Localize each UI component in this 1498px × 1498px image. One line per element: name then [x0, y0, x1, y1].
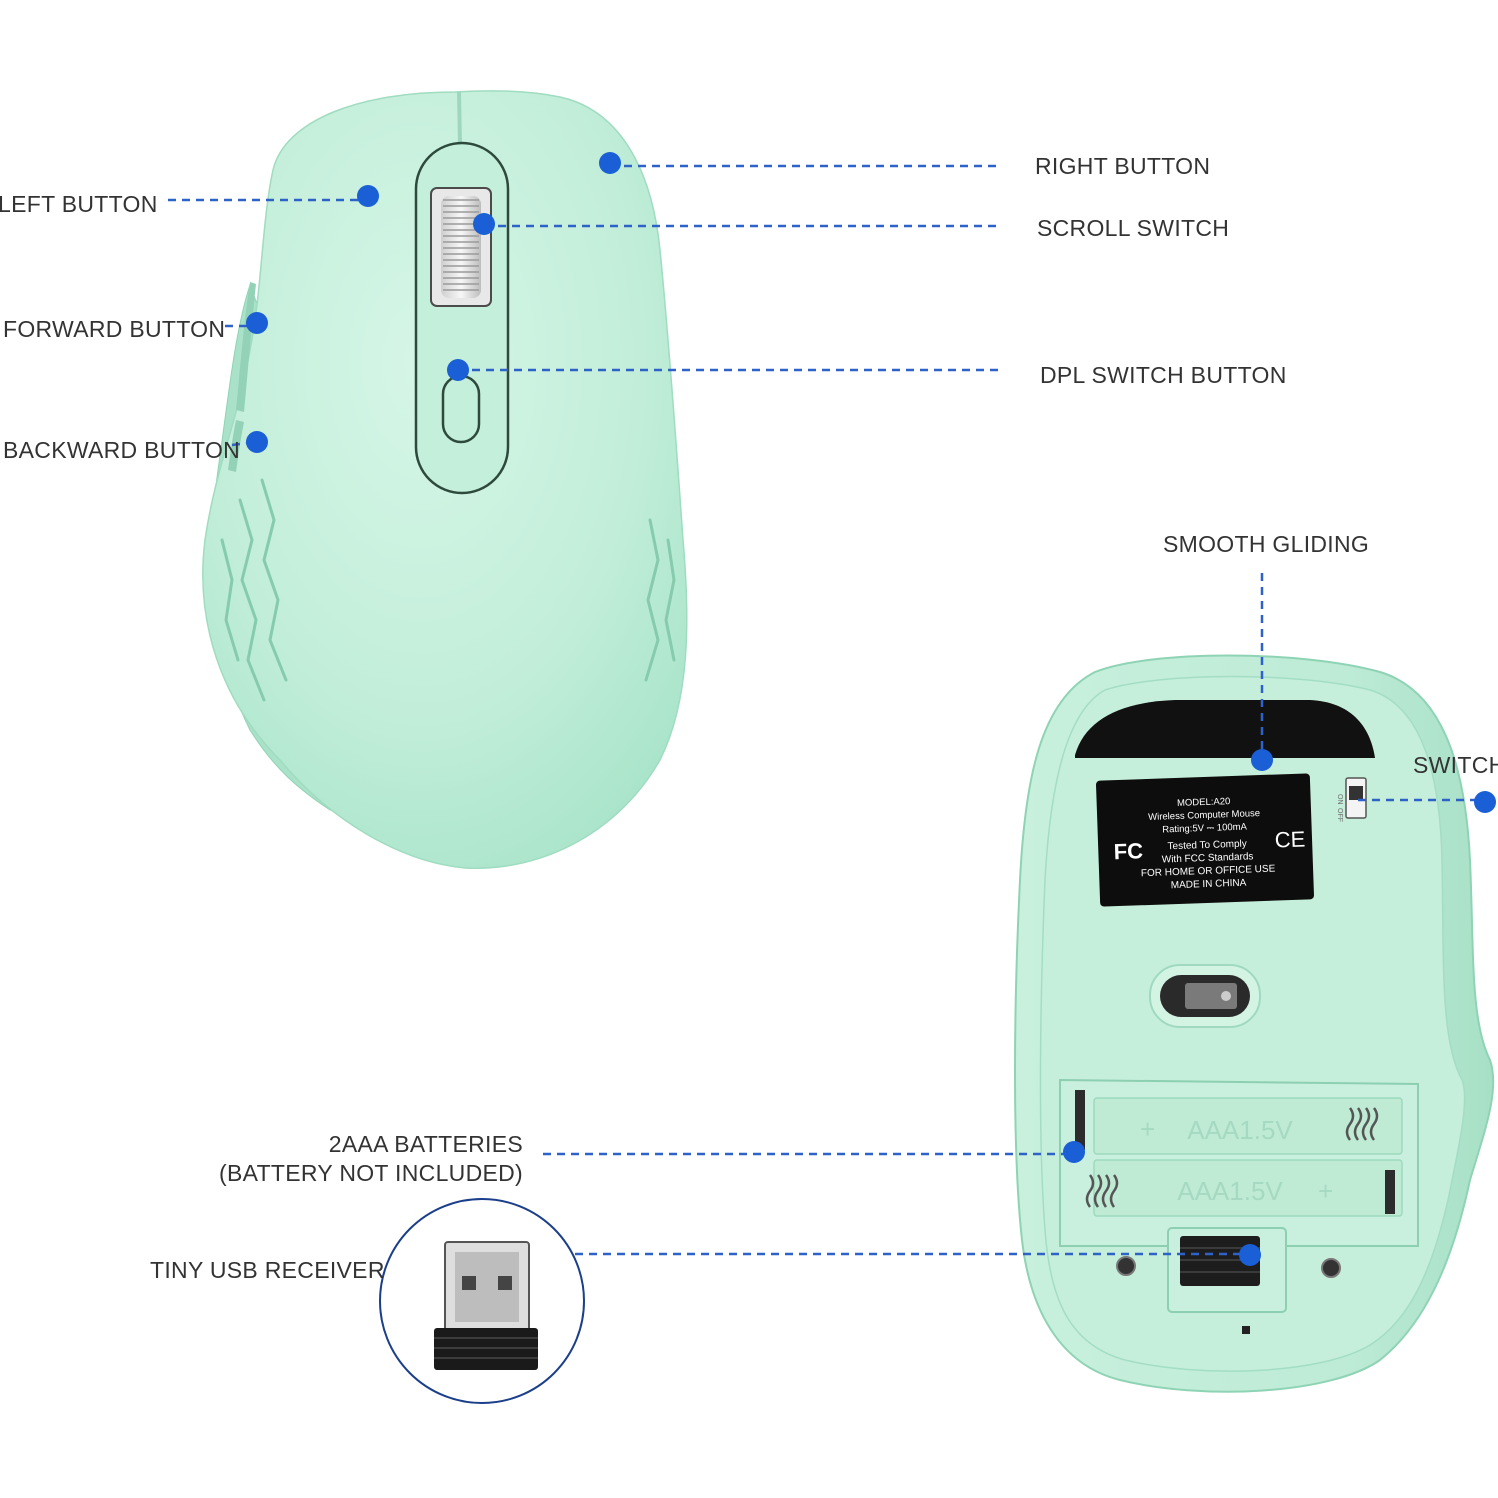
label-right-button: RIGHT BUTTON — [1035, 153, 1211, 179]
ce-mark-icon: CE — [1274, 827, 1305, 853]
dot-scroll-switch — [473, 213, 495, 235]
screw-left — [1116, 1256, 1136, 1276]
grip-texture — [220, 478, 676, 702]
battery-bottom-plus: + — [1318, 1176, 1333, 1206]
spec-label: MODEL:A20 Wireless Computer Mouse Rating… — [1096, 773, 1314, 907]
label-switch: SWITCH — [1413, 752, 1498, 778]
optical-sensor — [1149, 964, 1261, 1028]
spec-product: Wireless Computer Mouse — [1148, 808, 1260, 823]
battery-slot-top — [1093, 1097, 1403, 1155]
fc-mark-icon: FC — [1113, 838, 1143, 864]
side-button-strip-2 — [228, 420, 244, 472]
switch-on-label: ON — [1336, 794, 1343, 805]
spring-icon — [1085, 1107, 1379, 1208]
label-scroll-switch: SCROLL SWITCH — [1037, 215, 1230, 241]
battery-bay: AAA1.5V AAA1.5V + + — [1059, 1078, 1419, 1247]
label-forward-button: FORWARD BUTTON — [3, 316, 226, 342]
spec-tested-1: Tested To Comply — [1167, 839, 1247, 853]
battery-top-minus: + — [1140, 1114, 1155, 1144]
dpi-button — [441, 374, 481, 444]
usb-receiver-icon — [434, 1241, 538, 1370]
power-switch: ON OFF — [1336, 777, 1367, 822]
label-batteries-line2: (BATTERY NOT INCLUDED) — [219, 1160, 523, 1186]
dot-backward-button — [246, 431, 268, 453]
dot-dpl-switch — [447, 359, 469, 381]
battery-top-text: AAA1.5V — [1187, 1115, 1293, 1145]
label-smooth-gliding: SMOOTH GLIDING — [1163, 531, 1370, 557]
spec-model: MODEL:A20 — [1177, 796, 1231, 809]
dot-left-button — [357, 185, 379, 207]
mouse-top-view — [202, 90, 688, 869]
dot-forward-button — [246, 312, 268, 334]
label-dpl-switch-button: DPL SWITCH BUTTON — [1040, 362, 1287, 388]
label-left-button: LEFT BUTTON — [0, 191, 158, 217]
label-backward-button: BACKWARD BUTTON — [3, 437, 241, 463]
usb-receiver-inset — [379, 1198, 585, 1404]
dot-batteries — [1063, 1141, 1085, 1163]
screw-right — [1321, 1258, 1341, 1278]
label-usb-receiver: TINY USB RECEIVER — [150, 1257, 385, 1283]
dot-right-button — [599, 152, 621, 174]
battery-bottom-text: AAA1.5V — [1177, 1176, 1283, 1206]
switch-off-label: OFF — [1336, 808, 1343, 822]
spec-tested-2: With FCC Standards — [1162, 851, 1254, 865]
button-split-line — [457, 91, 462, 146]
callout-lines — [168, 164, 1485, 1256]
callout-dots — [246, 152, 1496, 1266]
spec-origin: MADE IN CHINA — [1171, 878, 1247, 892]
label-batteries-line1: 2AAA BATTERIES — [328, 1131, 523, 1157]
dot-smooth-gliding — [1251, 749, 1273, 771]
battery-slot-bottom — [1093, 1159, 1403, 1217]
scroll-wheel — [430, 187, 492, 307]
glide-pad — [1075, 700, 1375, 758]
mouse-bottom-view: MODEL:A20 Wireless Computer Mouse Rating… — [1014, 654, 1495, 1393]
spec-rating: Rating:5V ⎓ 100mA — [1162, 822, 1248, 836]
spec-use: FOR HOME OR OFFICE USE — [1141, 864, 1276, 880]
dot-usb-receiver — [1239, 1244, 1261, 1266]
dot-switch — [1474, 791, 1496, 813]
